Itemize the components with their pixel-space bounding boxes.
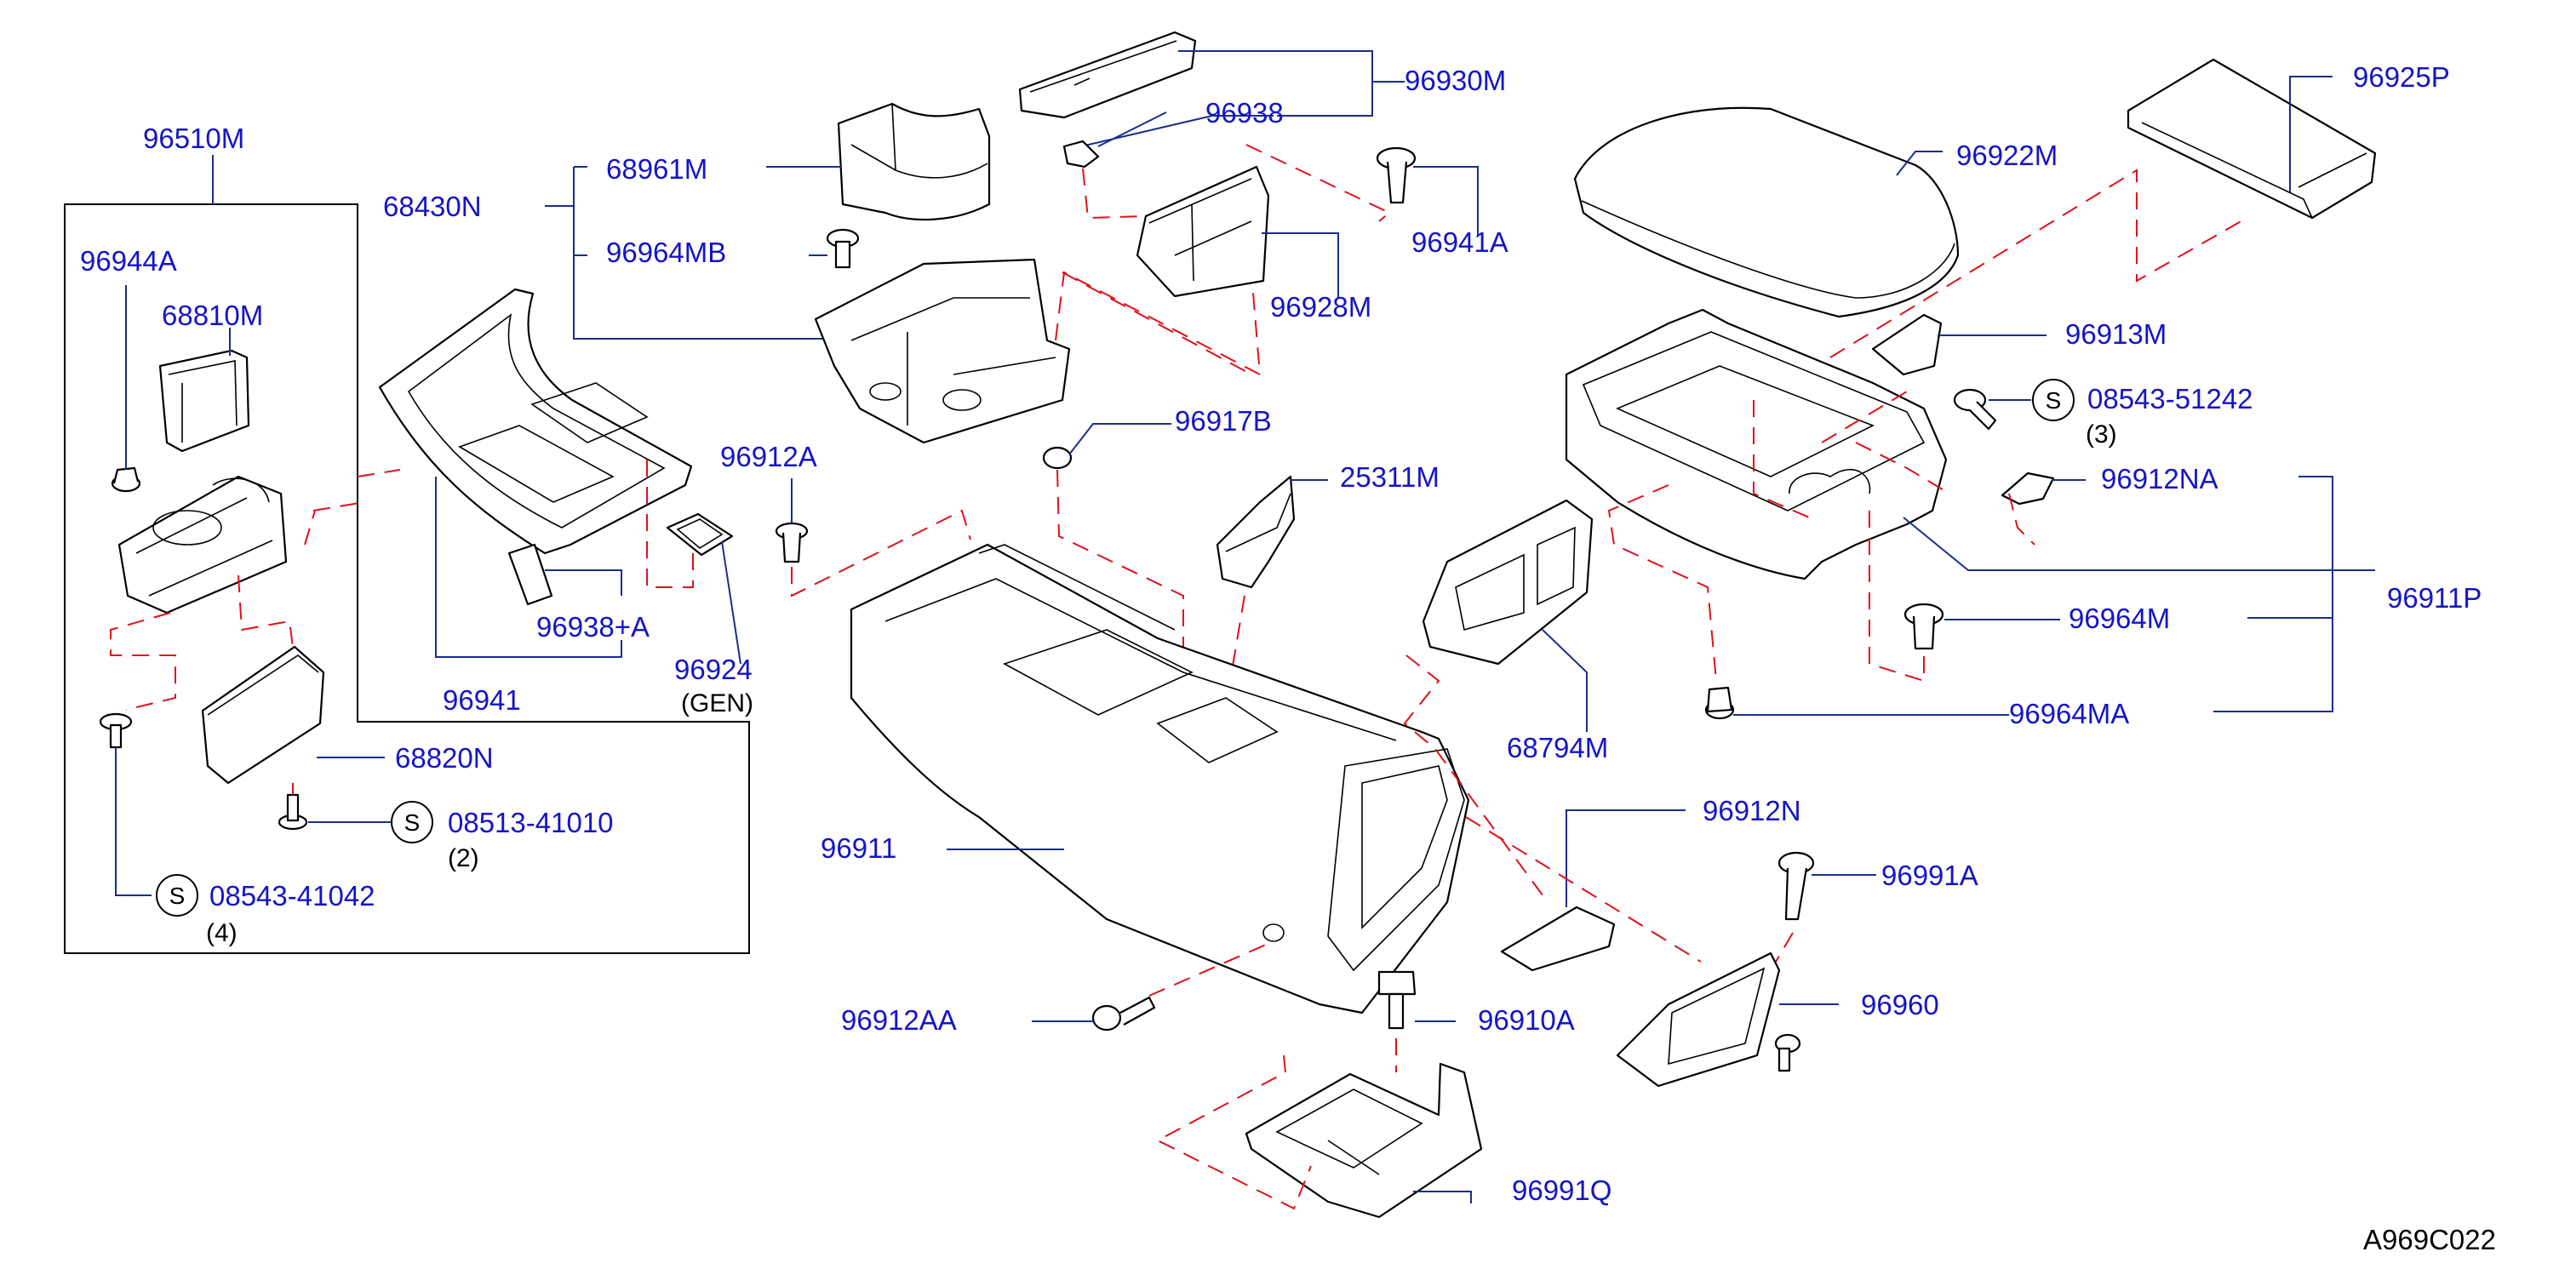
diagram-code: A969C022	[2363, 1224, 2496, 1255]
cup-holder-unit-drawing	[117, 475, 288, 614]
label-96912NA: 96912NA	[2101, 463, 2218, 494]
part-25311M-drawing	[1216, 475, 1296, 589]
label-96928M: 96928M	[1270, 291, 1371, 323]
part-96912NA-drawing	[2001, 471, 2055, 506]
label-68810M: 68810M	[162, 300, 263, 331]
part-96913M-drawing	[1871, 313, 1943, 376]
part-96912AA-drawing	[1091, 996, 1156, 1032]
label-96941: 96941	[443, 684, 521, 716]
part-68794M-drawing	[1422, 499, 1594, 666]
screw-small-drawing	[1774, 1033, 1801, 1072]
sub-assembly-box	[64, 203, 750, 954]
svg-text:S: S	[404, 809, 421, 836]
standard-part-symbol-1: S	[391, 801, 433, 843]
label-96912N: 96912N	[1703, 795, 1801, 826]
label-68794M: 68794M	[1507, 732, 1608, 763]
label-96912AA: 96912AA	[841, 1004, 957, 1036]
part-96941-drawing	[378, 288, 693, 555]
part-96991A-drawing	[1777, 851, 1815, 921]
label-96917B: 96917B	[1175, 405, 1272, 437]
label-96964MB: 96964MB	[606, 237, 726, 268]
part-68810M-drawing	[158, 349, 250, 453]
label-96913M: 96913M	[2065, 318, 2167, 350]
part-96928M-drawing	[1136, 165, 1270, 298]
label-96941A: 96941A	[1411, 226, 1508, 258]
label-96924: 96924	[674, 654, 753, 685]
part-96912A-drawing	[775, 522, 809, 563]
label-96930M: 96930M	[1405, 65, 1506, 96]
part-96910A-drawing	[1377, 970, 1417, 1030]
part-68961M-drawing	[837, 102, 991, 221]
qty-08543-41042: (4)	[206, 919, 238, 947]
part-96938A-drawing	[507, 543, 553, 606]
part-96911-drawing	[850, 543, 1470, 1014]
qty-08543-51242: (3)	[2086, 420, 2117, 449]
screw-08513-41010-drawing	[278, 793, 308, 831]
label-96910A: 96910A	[1478, 1004, 1575, 1036]
part-68430N-drawing	[814, 258, 1071, 444]
label-68820N: 68820N	[395, 742, 494, 774]
part-96964MB-drawing	[826, 228, 860, 269]
part-96912N-drawing	[1500, 906, 1616, 972]
screw-08543-51242-drawing	[1953, 388, 1997, 431]
part-96964M-drawing	[1903, 603, 1944, 650]
part-68820N-drawing	[201, 645, 325, 785]
label-08543-41042: 08543-41042	[209, 880, 375, 912]
standard-part-symbol-2: S	[156, 874, 198, 917]
standard-part-symbol-3: S	[2032, 379, 2075, 421]
part-96922M-drawing	[1573, 106, 1960, 318]
part-96991Q-drawing	[1245, 1062, 1483, 1219]
qty-08513-41010: (2)	[448, 844, 479, 872]
label-96510M: 96510M	[143, 123, 244, 154]
screw-08543-41042-drawing	[99, 712, 133, 749]
svg-text:S: S	[2046, 387, 2062, 414]
label-25311M: 25311M	[1340, 461, 1440, 493]
part-96925P-drawing	[2127, 58, 2377, 220]
label-96991Q: 96991Q	[1512, 1174, 1611, 1206]
part-96924-drawing	[666, 512, 734, 557]
label-96922M: 96922M	[1956, 140, 2058, 171]
label-96944A: 96944A	[80, 245, 177, 277]
label-96938A: 96938+A	[536, 611, 650, 643]
label-96960: 96960	[1861, 989, 1939, 1020]
label-96938: 96938	[1205, 97, 1284, 129]
label-68961M: 68961M	[606, 153, 707, 185]
label-08543-51242: 08543-51242	[2087, 383, 2253, 414]
label-96964M: 96964M	[2069, 603, 2170, 634]
part-96930M-drawing	[1018, 31, 1197, 119]
label-96911P: 96911P	[2387, 582, 2482, 614]
label-08513-41010: 08513-41010	[448, 807, 614, 838]
part-96960-drawing	[1616, 952, 1781, 1088]
part-96938-drawing	[1062, 140, 1100, 169]
label-96925P: 96925P	[2353, 61, 2450, 93]
svg-text:S: S	[169, 883, 186, 909]
label-96991A: 96991A	[1881, 860, 1978, 891]
label-68430N: 68430N	[383, 191, 482, 222]
part-96917B-drawing	[1042, 446, 1073, 470]
part-96944A-drawing	[111, 466, 141, 493]
part-96911P-drawing	[1565, 308, 1948, 580]
label-96911: 96911	[821, 832, 896, 864]
part-96964MA-drawing	[1704, 686, 1735, 720]
part-96941A-drawing	[1376, 146, 1417, 204]
label-96964MA: 96964MA	[2009, 698, 2129, 729]
note-96924-gen: (GEN)	[681, 689, 753, 717]
label-96912A: 96912A	[720, 441, 817, 472]
